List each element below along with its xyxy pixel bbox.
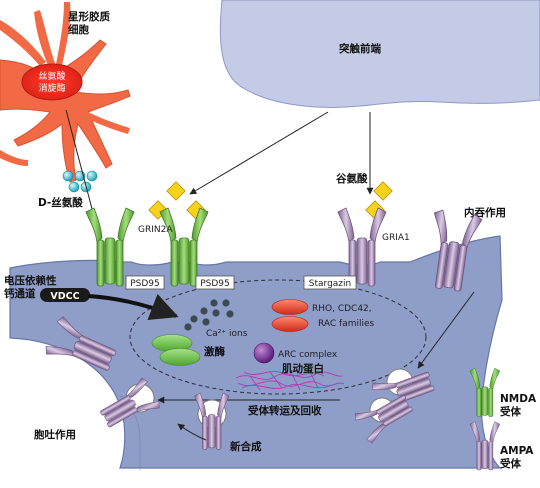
synthesis-label: 新合成 bbox=[230, 440, 262, 453]
psd95-box-2 bbox=[195, 275, 235, 290]
arc-label: ARC complex bbox=[278, 350, 338, 360]
serine-racemase-nucleus bbox=[21, 63, 83, 101]
arc-complex-sphere bbox=[253, 342, 275, 364]
endocytosis-arrow bbox=[417, 291, 475, 369]
actin-filaments bbox=[235, 370, 345, 391]
postsynaptic-density bbox=[129, 279, 427, 395]
serine-racemase-line1: 丝氨酸 bbox=[38, 70, 65, 82]
vdcc-channel bbox=[40, 288, 90, 302]
kinase-label: 激酶 bbox=[204, 345, 225, 358]
vdcc-desc-line2: 钙通道 bbox=[4, 287, 36, 300]
glutamate-arrow-left bbox=[189, 111, 329, 195]
astrocyte-label-2: 细胞 bbox=[68, 23, 89, 36]
legend-ampa-line1: AMPA bbox=[500, 445, 534, 457]
kinase-ellipse-2 bbox=[159, 348, 201, 366]
d-serine-molecules bbox=[62, 170, 98, 193]
psd95-label-1: PSD95 bbox=[130, 279, 160, 289]
endocytosis-label: 内吞作用 bbox=[464, 206, 506, 219]
gtpase-ellipse-1 bbox=[271, 299, 309, 315]
serine-racemase-line2: 消旋酶 bbox=[38, 82, 65, 94]
legend-nmda-line2: 受体 bbox=[500, 405, 521, 418]
trafficking-label: 受体转运及回收 bbox=[248, 404, 322, 417]
d-serine-label: D-丝氨酸 bbox=[38, 196, 83, 209]
vdcc-label: VDCC bbox=[50, 291, 79, 302]
psd95-box-1 bbox=[125, 275, 165, 290]
synthesis-arrow bbox=[177, 423, 207, 441]
glutamate-label: 谷氨酸 bbox=[336, 172, 368, 185]
actin-label: 肌动蛋白 bbox=[282, 362, 324, 375]
legend-nmda-line1: NMDA bbox=[500, 393, 537, 405]
d-serine-arrow bbox=[65, 109, 98, 225]
vdcc-desc-line1: 电压依赖性 bbox=[4, 274, 57, 287]
legend-ampa-line2: 受体 bbox=[500, 457, 521, 470]
stargazin-box bbox=[303, 275, 357, 290]
gtpase-ellipse-2 bbox=[271, 316, 309, 332]
glutamate-molecules bbox=[148, 181, 393, 220]
presynaptic-terminal bbox=[219, 0, 540, 108]
exocytosis-label: 胞吐作用 bbox=[33, 428, 76, 441]
astrocyte-label-1: 星形胶质 bbox=[68, 10, 110, 23]
gtpase-label-2: RAC families bbox=[318, 319, 375, 329]
grin2a-label: GRIN2A bbox=[138, 225, 173, 235]
psd95-label-2: PSD95 bbox=[200, 279, 230, 289]
ca-ions-label: Ca²⁺ ions bbox=[206, 329, 248, 339]
vdcc-arrow bbox=[87, 293, 179, 321]
gtpase-label-1: RHO, CDC42, bbox=[312, 304, 372, 314]
presynaptic-label: 突触前端 bbox=[339, 42, 381, 55]
stargazin-label: Stargazin bbox=[309, 279, 351, 289]
gria1-label: GRIA1 bbox=[382, 233, 410, 243]
calcium-ions bbox=[184, 299, 234, 331]
